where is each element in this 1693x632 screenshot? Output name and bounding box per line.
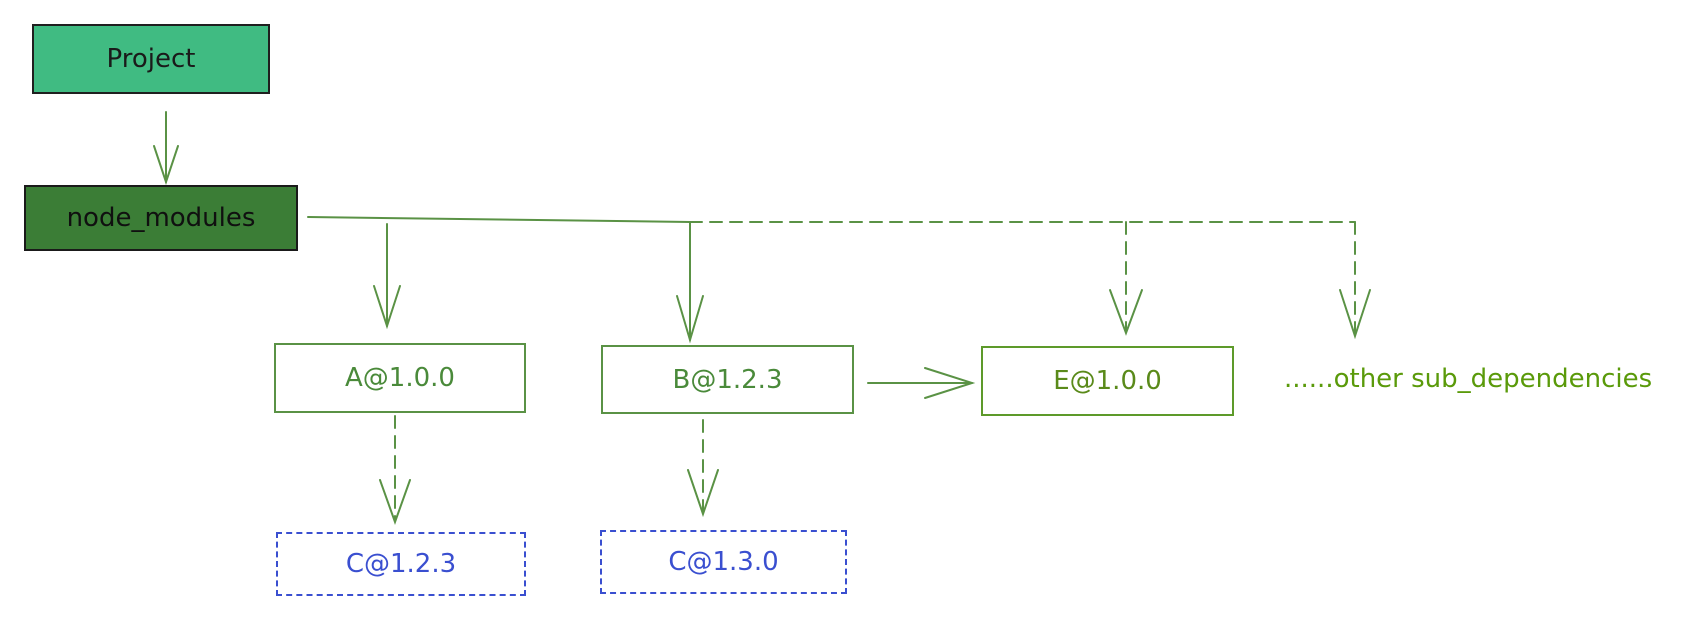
package-e-label: E@1.0.0	[1053, 366, 1162, 396]
package-b-label: B@1.2.3	[672, 364, 783, 395]
package-c-1-2-3-label: C@1.2.3	[345, 549, 457, 579]
package-c-1-3-0-label: C@1.3.0	[668, 547, 779, 577]
trunk-solid	[307, 216, 691, 223]
package-b-node: B@1.2.3	[601, 345, 854, 414]
project-node: Project	[32, 24, 270, 94]
node-modules-node: node_modules	[24, 185, 298, 251]
package-e-node: E@1.0.0	[981, 346, 1234, 416]
package-c-1-3-0-node: C@1.3.0	[600, 530, 847, 594]
node-modules-label: node_modules	[66, 203, 256, 233]
package-a-label: A@1.0.0	[345, 363, 455, 393]
project-label: Project	[106, 44, 196, 74]
package-a-node: A@1.0.0	[274, 343, 526, 413]
package-c-1-2-3-node: C@1.2.3	[276, 532, 526, 596]
other-sub-dependencies-label: ......other sub_dependencies	[1284, 364, 1653, 394]
